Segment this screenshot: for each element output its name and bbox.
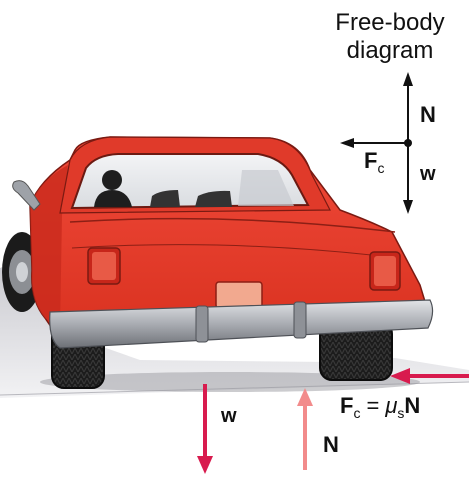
normal-force (297, 388, 313, 470)
weight-force (197, 384, 213, 474)
left-tail-light (87, 247, 121, 285)
fbd-centripetal-subscript: c (377, 160, 384, 176)
friction-sub-c: c (353, 405, 360, 421)
fbd-weight-arrow (403, 143, 413, 214)
fbd-title-line1: Free-body (335, 9, 444, 36)
normal-force-label: N (323, 432, 339, 457)
fbd-center-point (404, 139, 412, 147)
free-body-diagram: Free-body diagram N Fc w (335, 9, 445, 214)
fbd-weight-label: w (419, 163, 436, 185)
friction-sub-s: s (397, 405, 404, 421)
fbd-centripetal-arrow (340, 138, 408, 148)
fbd-normal-arrow (403, 72, 413, 143)
right-tail-light (369, 251, 401, 291)
rear-bumper (49, 299, 434, 349)
license-plate (215, 281, 263, 309)
fbd-normal-label: N (420, 102, 436, 127)
driver-silhouette (94, 170, 132, 207)
friction-force-equation: Fc=μsN (340, 393, 420, 421)
side-mirror (12, 180, 41, 211)
red-car (2, 136, 434, 392)
fbd-title-line2: diagram (347, 37, 434, 64)
weight-force-label: w (220, 405, 237, 427)
friction-force (390, 368, 469, 384)
fbd-centripetal-label: Fc (364, 148, 384, 176)
